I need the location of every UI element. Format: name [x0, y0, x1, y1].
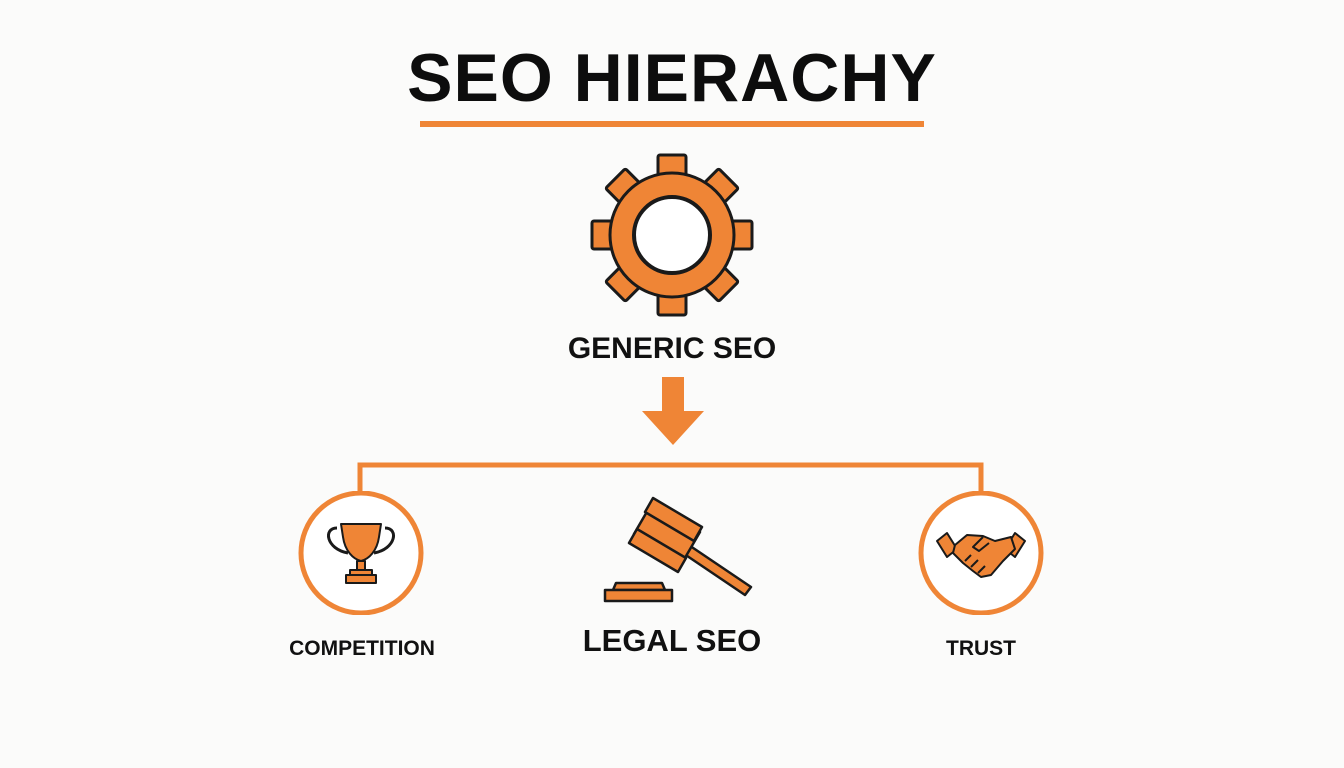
competition-circle — [298, 491, 424, 615]
trust-label: TRUST — [946, 637, 1016, 660]
handshake-icon — [936, 532, 1026, 578]
legal-seo-label: LEGAL SEO — [582, 623, 762, 658]
gavel-icon — [603, 496, 753, 603]
trophy-icon — [327, 523, 395, 584]
arrow-down-icon — [642, 377, 704, 445]
diagram-title: SEO HIERACHY — [407, 40, 937, 116]
hierarchy-connector — [357, 462, 984, 494]
gear-icon — [590, 153, 754, 317]
trust-circle — [918, 491, 1044, 615]
competition-label: COMPETITION — [289, 637, 435, 660]
generic-seo-label: GENERIC SEO — [567, 332, 777, 365]
title-underline — [420, 121, 924, 127]
